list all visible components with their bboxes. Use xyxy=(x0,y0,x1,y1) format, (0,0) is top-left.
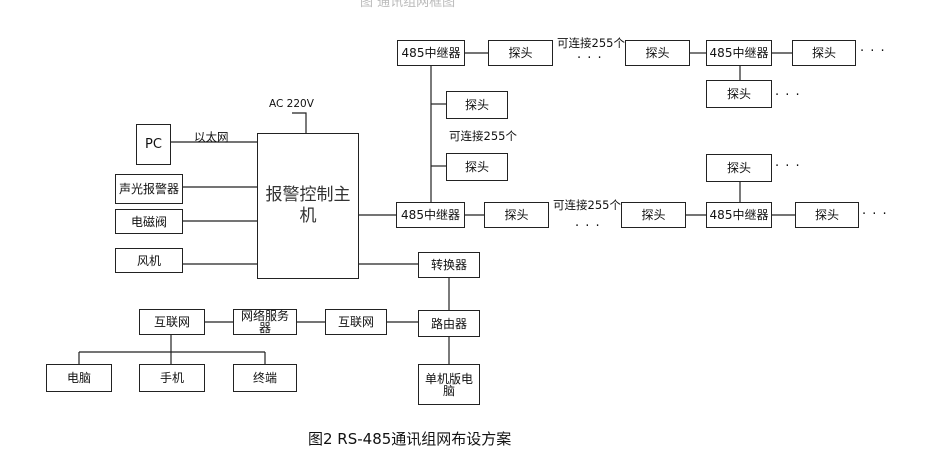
repeater-box: 485中继器 xyxy=(706,202,772,228)
figure-caption: 图2 RS-485通讯组网布设方案 xyxy=(308,430,512,448)
repeater-box: 485中继器 xyxy=(397,40,465,66)
network-server-box: 网络服务器 xyxy=(233,309,297,335)
ethernet-label: 以太网 xyxy=(194,130,229,144)
probe-box: 探头 xyxy=(625,40,690,66)
capacity-label: 可连接255个 xyxy=(553,198,621,212)
cropped-header-text: 图 通讯组网框图 xyxy=(360,0,456,10)
probe-box: 探头 xyxy=(621,202,686,228)
repeater-box: 485中继器 xyxy=(396,202,465,228)
power-label: AC 220V xyxy=(269,98,314,110)
ellipsis: · · · xyxy=(862,207,888,222)
probe-box: 探头 xyxy=(706,80,772,108)
probe-box: 探头 xyxy=(484,202,549,228)
computer-box: 电脑 xyxy=(46,364,112,392)
converter-box: 转换器 xyxy=(418,252,480,278)
probe-box: 探头 xyxy=(792,40,856,66)
terminal-box: 终端 xyxy=(233,364,297,392)
ellipsis: · · · xyxy=(775,159,801,174)
fan-box: 风机 xyxy=(115,248,183,273)
ellipsis: · · · xyxy=(860,44,886,59)
probe-box: 探头 xyxy=(488,40,553,66)
repeater-box: 485中继器 xyxy=(706,40,772,66)
ellipsis: · · · xyxy=(575,219,601,234)
ellipsis: · · · xyxy=(775,88,801,103)
single-board-pc-box: 单机版电脑 xyxy=(418,364,480,405)
capacity-label: 可连接255个 xyxy=(449,129,517,143)
probe-box: 探头 xyxy=(706,154,772,182)
probe-box: 探头 xyxy=(446,91,508,119)
internet-box: 互联网 xyxy=(139,309,205,335)
phone-box: 手机 xyxy=(139,364,205,392)
probe-box: 探头 xyxy=(795,202,859,228)
alarm-control-host-box: 报警控制主机 xyxy=(257,133,359,279)
solenoid-valve-box: 电磁阀 xyxy=(115,209,183,234)
capacity-label: 可连接255个 xyxy=(557,36,625,50)
pc-box: PC xyxy=(136,124,171,165)
router-box: 路由器 xyxy=(418,310,480,337)
probe-box: 探头 xyxy=(446,153,508,181)
sound-light-alarm-box: 声光报警器 xyxy=(115,174,183,204)
internet-box: 互联网 xyxy=(325,309,387,335)
ellipsis: · · · xyxy=(577,51,603,66)
